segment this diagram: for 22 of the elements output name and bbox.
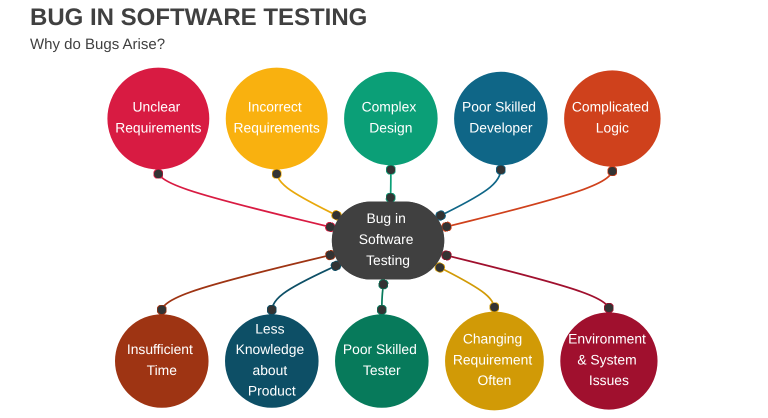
node-circle: Poor Skilled Tester xyxy=(335,314,429,408)
connector xyxy=(434,262,500,313)
node-circle: Changing Requirement Often xyxy=(445,312,544,410)
node-circle: Unclear Requirements xyxy=(107,68,210,170)
node-circle: Environment & System Issues xyxy=(560,312,658,410)
node-circle: Poor Skilled Developer xyxy=(454,72,548,166)
connector xyxy=(435,164,506,221)
subtitle: Why do Bugs Arise? xyxy=(30,36,166,53)
connector xyxy=(385,164,396,204)
title: BUG IN SOFTWARE TESTING xyxy=(30,4,368,32)
node-circle: Incorrect Requirements xyxy=(226,68,328,170)
connector xyxy=(271,168,342,220)
connector xyxy=(156,250,336,316)
node-circle: Complicated Logic xyxy=(564,70,661,167)
node-circle: Complex Design xyxy=(344,72,438,166)
connector xyxy=(266,260,342,316)
node-circle: Insufficient Time xyxy=(115,314,209,408)
connector xyxy=(440,166,618,232)
connector xyxy=(440,250,614,314)
connector xyxy=(376,278,389,316)
node-circle: Less Knowledge about Product xyxy=(225,314,319,408)
connector xyxy=(153,168,336,232)
